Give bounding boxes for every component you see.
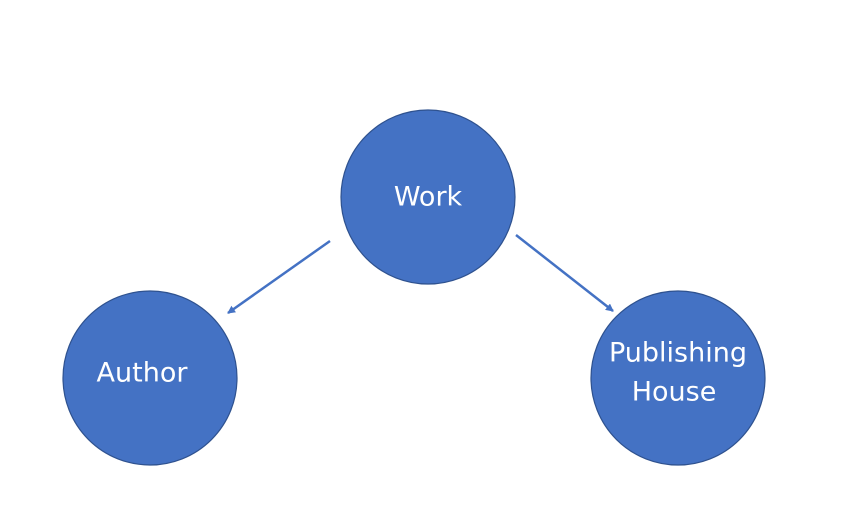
node-work-label: Work xyxy=(394,182,463,213)
edge-work-to-publishing-house xyxy=(515,234,614,312)
node-publishing-house-label-line2: House xyxy=(632,377,717,408)
node-publishing-house-label-line1: Publishing xyxy=(609,338,747,369)
node-publishing-house[interactable]: Publishing House xyxy=(590,290,766,466)
node-author[interactable]: Author xyxy=(62,290,238,466)
node-author-circle xyxy=(62,290,238,466)
node-publishing-house-circle xyxy=(590,290,766,466)
node-work-circle xyxy=(340,109,516,285)
node-author-label: Author xyxy=(97,358,189,389)
edge-work-to-author xyxy=(227,239,331,315)
node-work[interactable]: Work xyxy=(340,109,516,285)
